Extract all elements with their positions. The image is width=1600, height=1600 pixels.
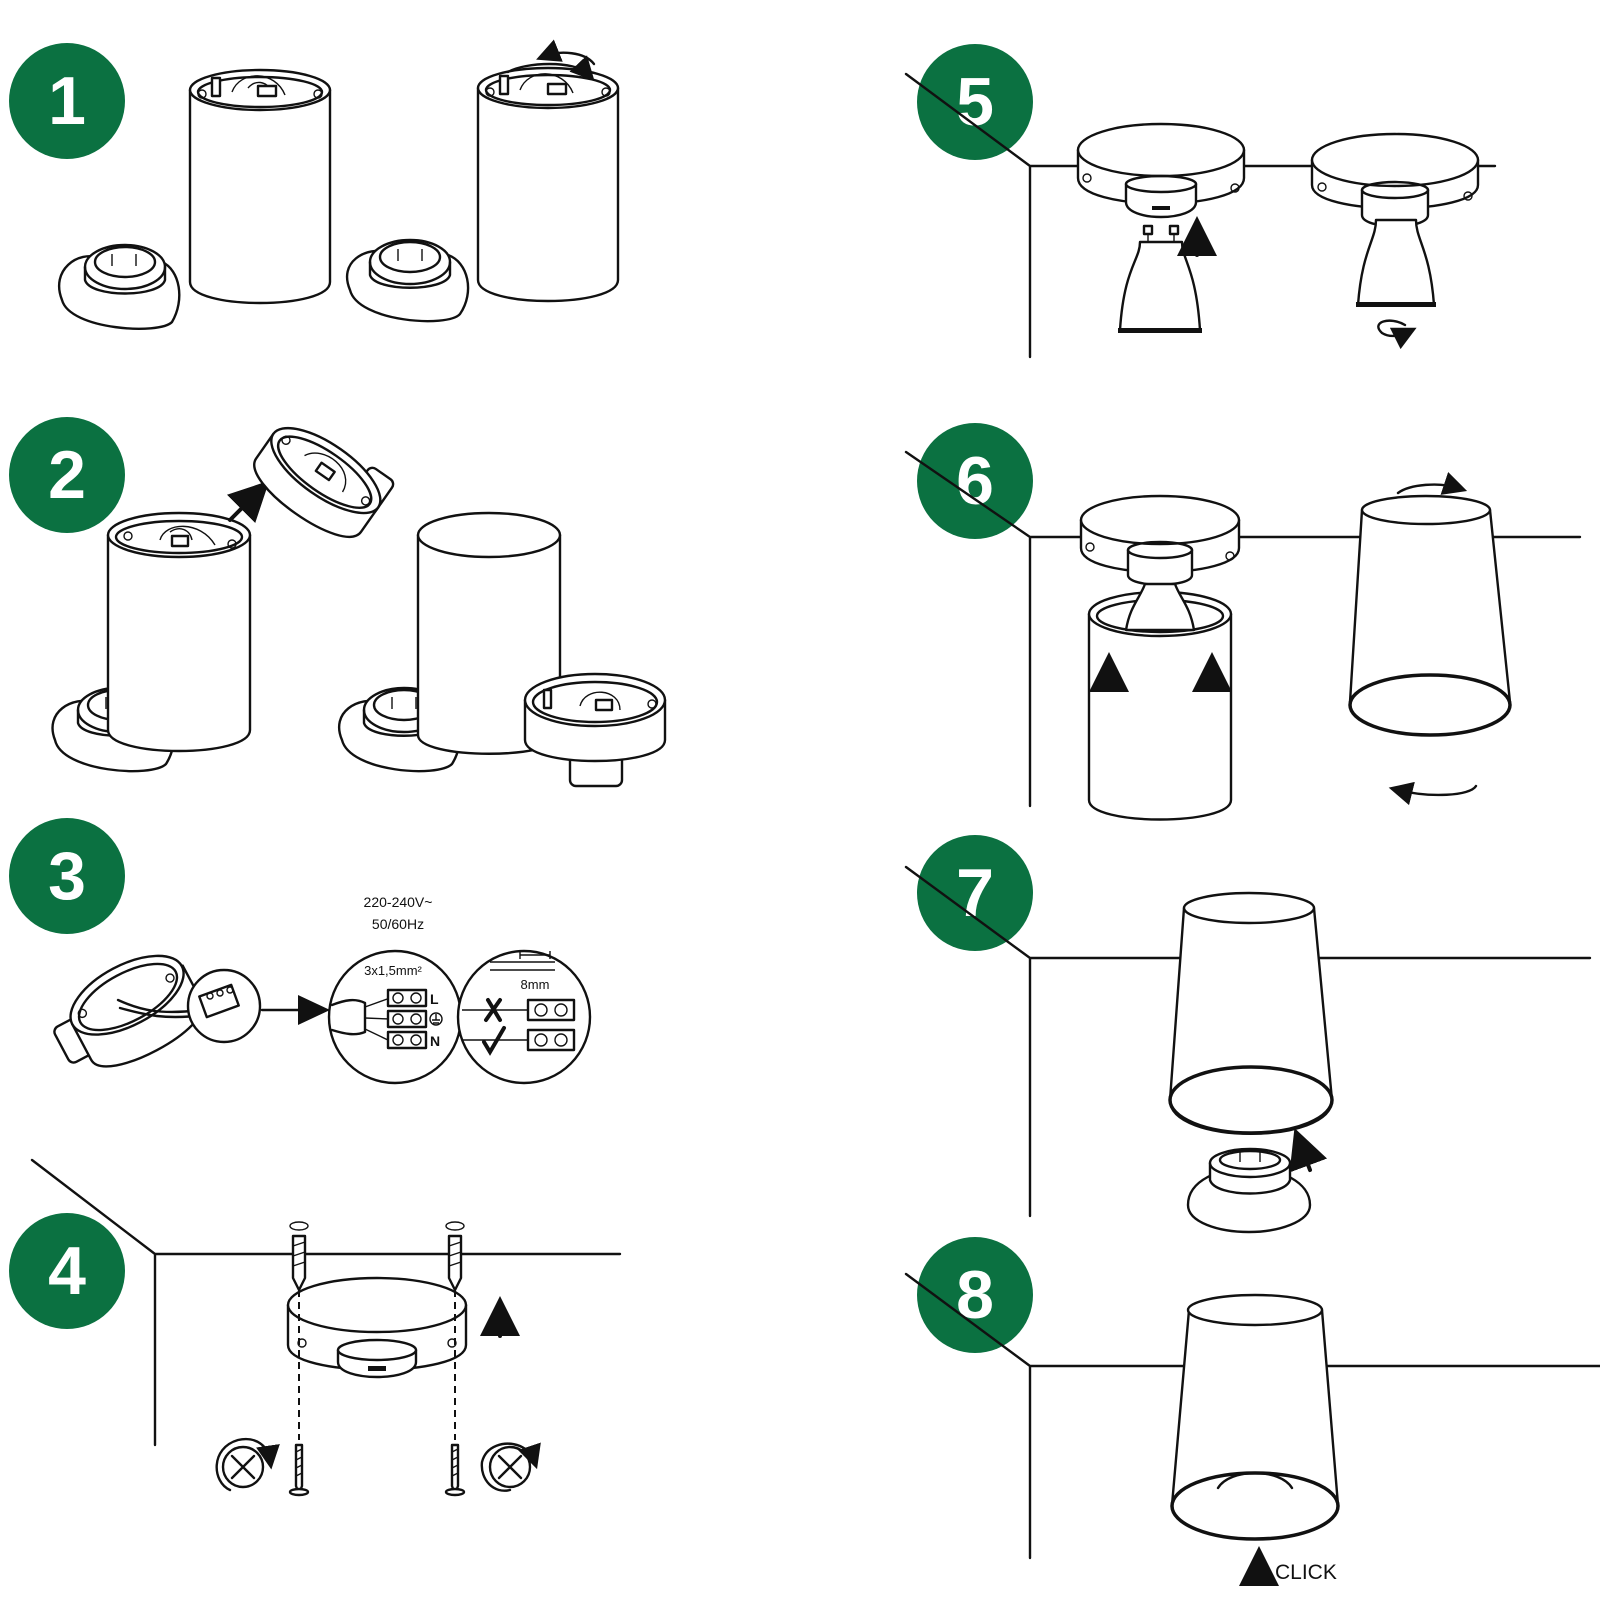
step-3-terminal-live: L: [430, 991, 439, 1007]
step-badge-4: 4: [9, 1213, 125, 1329]
screw-rotate-icon-left: [215, 1437, 280, 1492]
step-8-click-label: CLICK: [1275, 1561, 1337, 1584]
step-2-lift-arrow: [226, 480, 270, 524]
step-2-cylinder-open: [106, 511, 252, 753]
step-6-rotate-arrow-bottom: [1388, 781, 1478, 806]
step-1-cylinder-left: [188, 68, 332, 305]
step-4-screw-right: [444, 1443, 466, 1497]
step-3-frequency: 50/60Hz: [372, 916, 424, 932]
step-4-ceiling-plate: [286, 1276, 468, 1379]
step-badge-7: 7: [917, 835, 1033, 951]
step-4-wall-plug-right: [445, 1221, 465, 1292]
step-5-plate-right: [1310, 132, 1480, 228]
step-badge-8: 8: [917, 1237, 1033, 1353]
step-5-illustration: [904, 72, 1497, 359]
earth-icon: [429, 1012, 443, 1026]
step-4-screw-left: [288, 1443, 310, 1497]
step-1-base-right: [345, 238, 470, 323]
step-3-plate: [53, 954, 204, 1068]
step-8-illustration: CLICK: [904, 1272, 1600, 1586]
step-1-illustration: [58, 39, 620, 330]
step-7-socket-base: [1186, 1147, 1312, 1234]
step-5-plate-left: [1076, 122, 1246, 219]
step-1-rotate-arrow: [506, 55, 595, 82]
step-3-terminal-neutral: N: [430, 1033, 440, 1049]
step-2-plate-tilted: [253, 426, 395, 539]
step-3-terminal-detail: 3x1,5mm² L N: [327, 949, 463, 1085]
step-6-illustration: [904, 450, 1582, 821]
wrong-cross-icon: [484, 998, 502, 1022]
step-4-illustration: [30, 1158, 622, 1497]
step-1-base-left: [58, 243, 181, 330]
step-6-rotate-arrow-top: [1396, 472, 1468, 495]
step-3-voltage: 220-240V~: [364, 894, 433, 910]
step-3-strip-length: 8mm: [521, 977, 550, 992]
correct-check-icon: [482, 1026, 506, 1056]
step-5-rotate-arrow: [1377, 319, 1417, 350]
step-1-cylinder-right: [476, 66, 620, 303]
step-4-ceiling: [30, 1158, 622, 1447]
step-2-plate-flat: [523, 672, 667, 788]
step-6-plate: [1079, 494, 1241, 586]
step-7-illustration: [904, 865, 1592, 1234]
step-badge-6: 6: [917, 423, 1033, 539]
step-3-cable-spec: 3x1,5mm²: [364, 963, 422, 978]
step-6-cylinder: [1087, 582, 1233, 821]
step-badge-1: 1: [9, 43, 125, 159]
step-4-wall-plug-left: [289, 1221, 309, 1292]
screw-rotate-icon-right: [480, 1442, 541, 1492]
step-3-connect-arrow: [298, 995, 330, 1025]
step-6-shade: [1348, 494, 1512, 737]
step-badge-2: 2: [9, 417, 125, 533]
step-8-assembled-light: [1170, 1293, 1340, 1541]
step-3-illustration: 220-240V~ 50/60Hz 3x1,5mm² L N: [53, 894, 592, 1085]
step-7-shade: [1168, 891, 1334, 1135]
step-7-attach-arrow: [1289, 1127, 1328, 1173]
step-1-rotate-arrow-back: [536, 39, 596, 66]
step-2-illustration: [51, 426, 667, 788]
step-5-bulb-right: [1356, 218, 1436, 307]
step-badge-3: 3: [9, 818, 125, 934]
step-5-bulb-left: [1118, 224, 1202, 333]
step-3-strip-detail: 8mm: [456, 949, 592, 1085]
